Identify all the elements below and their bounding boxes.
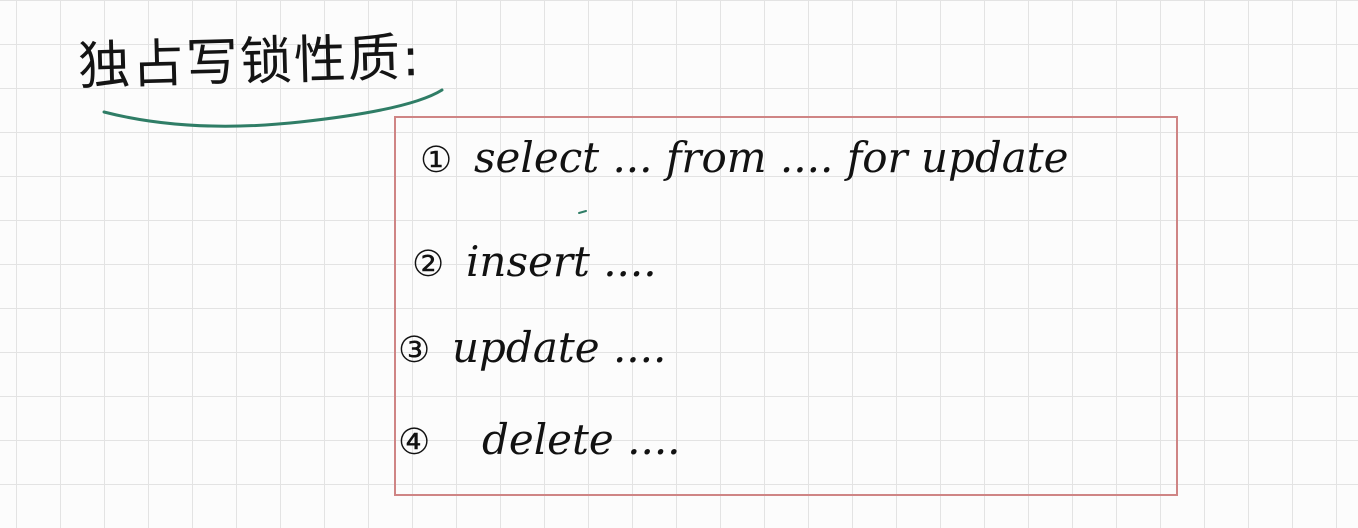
list-item-number: ① [420,140,453,181]
list-item-text: insert .... [466,237,657,286]
list-item-text: delete .... [482,415,681,464]
list-item-update: ③ update .... [398,318,666,381]
list-item-number: ③ [398,330,431,371]
list-item-insert: ② insert .... [412,232,657,295]
list-item-delete: ④ delete .... [398,410,681,473]
list-frame [394,116,1178,496]
heading-underline-stroke [102,88,444,128]
list-item-number: ② [412,244,445,285]
stray-ink-mark [578,210,587,214]
list-item-text: select ... from .... for update [474,133,1069,182]
list-item-text: update .... [452,323,667,372]
list-item-number: ④ [398,422,431,463]
list-item-select-for-update: ① select ... from .... for update [420,128,1069,191]
